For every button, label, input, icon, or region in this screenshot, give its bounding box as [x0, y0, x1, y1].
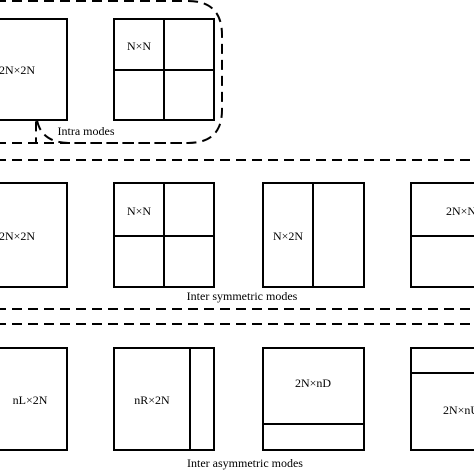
inter-asymmetric-modes-group: nL×2N nR×2N 2N×nD 2N×nU Inter asymmetric… — [0, 323, 474, 470]
intra-modes-caption: Intra modes — [58, 124, 115, 138]
intra-block-NxN-label: N×N — [127, 39, 151, 53]
inter-asymmetric-modes-caption: Inter asymmetric modes — [187, 456, 303, 470]
inter-asym-block-2NxnD: 2N×nD — [262, 347, 365, 451]
inter-sym-block-Nx2N-label: N×2N — [273, 229, 303, 243]
inter-sym-block-2NxN-label: 2N×N — [446, 204, 474, 218]
inter-sym-block-2Nx2N-label: 2N×2N — [0, 229, 35, 243]
inter-asym-block-2NxnD-label: 2N×nD — [295, 376, 331, 390]
inter-symmetric-modes-caption: Inter symmetric modes — [187, 289, 298, 303]
inter-asym-block-nRx2N-label: nR×2N — [134, 393, 170, 407]
inter-sym-block-Nx2N: N×2N — [262, 182, 365, 288]
inter-asym-block-nRx2N: nR×2N — [113, 347, 215, 451]
intra-modes-dashed-frame — [0, 0, 223, 144]
inter-asym-block-2NxnU-label: 2N×nU — [443, 403, 474, 417]
intra-block-2Nx2N: 2N×2N — [0, 18, 68, 121]
inter-sym-block-NxN: N×N — [113, 182, 215, 288]
inter-sym-block-2NxN: 2N×N — [410, 182, 474, 288]
inter-asym-block-nLx2N-label: nL×2N — [13, 393, 48, 407]
inter-sym-block-2Nx2N: 2N×2N — [0, 182, 68, 288]
intra-block-NxN: N×N — [113, 18, 215, 121]
inter-sym-block-NxN-label: N×N — [127, 204, 151, 218]
inter-asym-block-2NxnU: 2N×nU — [410, 347, 474, 451]
inter-symmetric-modes-group: 2N×2N N×N N×2N 2N×N Inter symmetric mode… — [0, 159, 474, 310]
intra-block-2Nx2N-label: 2N×2N — [0, 63, 35, 77]
intra-modes-group: 2N×2N N×N Intra modes — [0, 0, 223, 144]
inter-asym-block-nLx2N: nL×2N — [0, 347, 68, 451]
